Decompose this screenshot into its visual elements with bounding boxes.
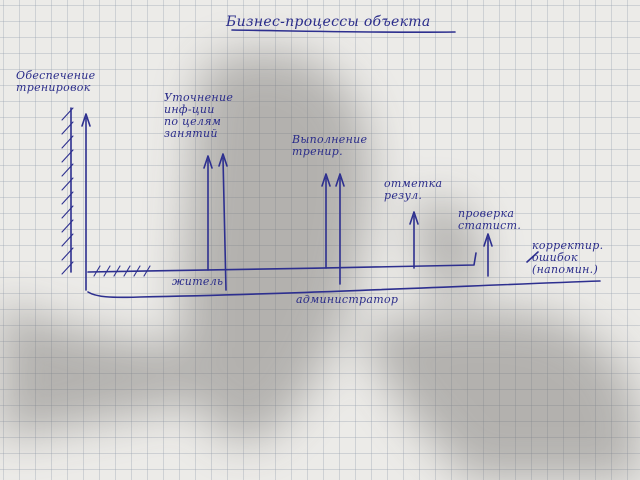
label-training-support: Обеспечение тренировок <box>16 69 96 94</box>
training-arrow-resident-head <box>321 173 331 187</box>
label-check-statistics: проверка статист. <box>458 207 522 232</box>
diagram-title: Бизнес-процессы объекта <box>226 14 431 30</box>
support-arrow-head <box>81 113 91 127</box>
correction-tick <box>526 251 539 263</box>
administrator-line <box>87 280 601 299</box>
clarify-arrow-resident-head <box>203 155 213 169</box>
results-arrow-head <box>409 211 419 225</box>
title-underline <box>231 29 456 34</box>
label-clarify-info: Уточнение инф-ции по целям занятий <box>164 91 234 140</box>
resident-line-hatching <box>93 265 151 277</box>
check-arrow-head <box>483 233 493 247</box>
label-error-correction: корректир. ошибок (напомин.) <box>532 239 604 276</box>
label-administrator: администратор <box>296 293 399 306</box>
label-resident: житель <box>172 275 224 288</box>
training-arrow-admin-head <box>335 173 345 187</box>
clarify-arrow-admin-head <box>218 153 228 167</box>
label-results-mark: отметка резул. <box>384 177 443 202</box>
label-training-execution: Выполнение трениp. <box>292 133 368 158</box>
support-bar-hatching <box>61 107 74 275</box>
clarify-arrow-admin <box>222 157 227 291</box>
resident-line <box>87 252 477 273</box>
